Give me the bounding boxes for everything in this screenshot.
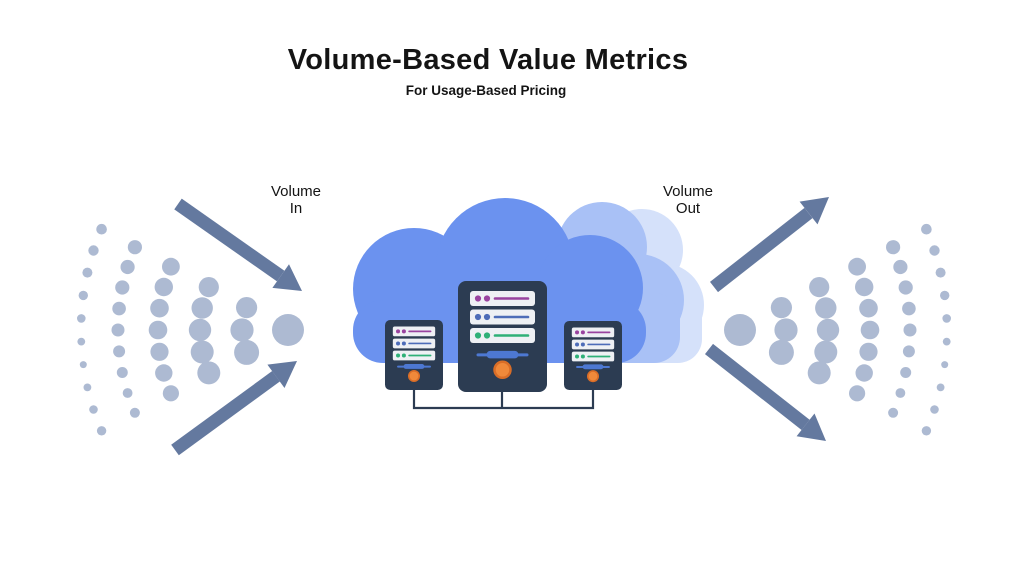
- outbound-dots-icon: [724, 223, 951, 436]
- outbound-arrows-icon: [704, 197, 829, 441]
- server-towers-icon: [385, 281, 622, 392]
- inbound-arrows-icon: [171, 198, 302, 456]
- page-title: Volume-Based Value Metrics: [287, 44, 689, 76]
- volume-in-label: Volume In: [270, 183, 322, 217]
- volume-out-label: Volume Out: [662, 183, 714, 217]
- page-subtitle: For Usage-Based Pricing: [405, 83, 567, 98]
- inbound-dots-icon: [77, 223, 304, 436]
